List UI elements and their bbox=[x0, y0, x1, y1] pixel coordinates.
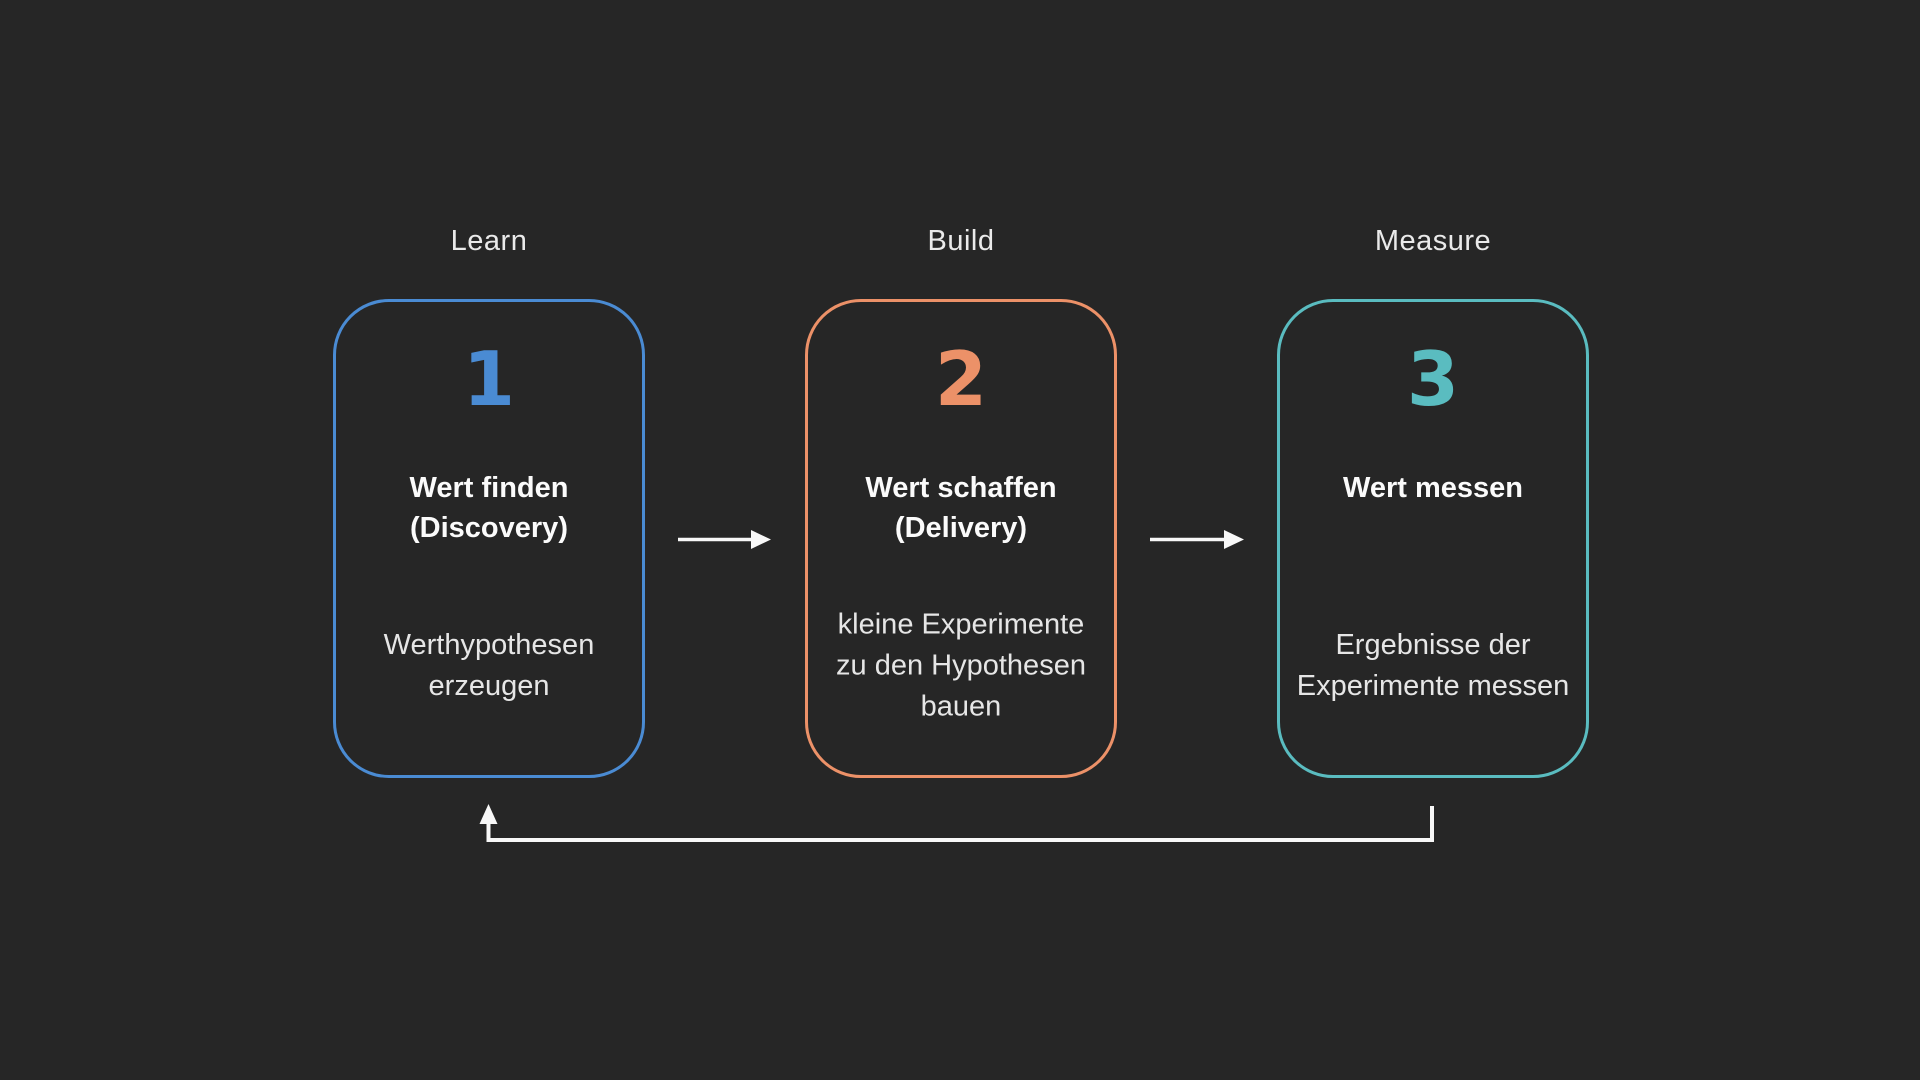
step-number: 1 bbox=[462, 335, 516, 423]
step-card-3: 3 Wert messen Ergebnisse der Experimente… bbox=[1277, 299, 1589, 778]
step-number: 2 bbox=[934, 335, 988, 423]
arrowhead-right-icon bbox=[751, 530, 771, 549]
step-card-2: 2 Wert schaffen (Delivery) kleine Experi… bbox=[805, 299, 1117, 778]
step-description: kleine Experimente zu den Hypothesen bau… bbox=[836, 608, 1086, 723]
step-title: Wert messen bbox=[1343, 472, 1523, 504]
step-card-1: 1 Wert finden (Discovery) Werthypothesen… bbox=[333, 299, 645, 778]
forward-arrow-build-measure-icon bbox=[1150, 530, 1244, 549]
stage-label-measure: Measure bbox=[1374, 225, 1492, 257]
arrowhead-right-icon bbox=[1224, 530, 1244, 549]
step-number: 3 bbox=[1406, 335, 1460, 423]
step-title: Wert schaffen (Delivery) bbox=[865, 472, 1057, 544]
feedback-arrow-path bbox=[486, 806, 1434, 842]
step-description: Ergebnisse der Experimente messen bbox=[1296, 629, 1570, 702]
forward-arrow-learn-build-icon bbox=[678, 530, 771, 549]
feedback-arrow-measure-learn-icon bbox=[479, 804, 1434, 842]
arrowhead-up-icon bbox=[479, 804, 498, 824]
stage-label-learn: Learn bbox=[450, 225, 528, 257]
step-description: Werthypothesen erzeugen bbox=[383, 629, 595, 702]
step-title: Wert finden (Discovery) bbox=[409, 472, 569, 544]
stage-label-build: Build bbox=[927, 225, 995, 257]
